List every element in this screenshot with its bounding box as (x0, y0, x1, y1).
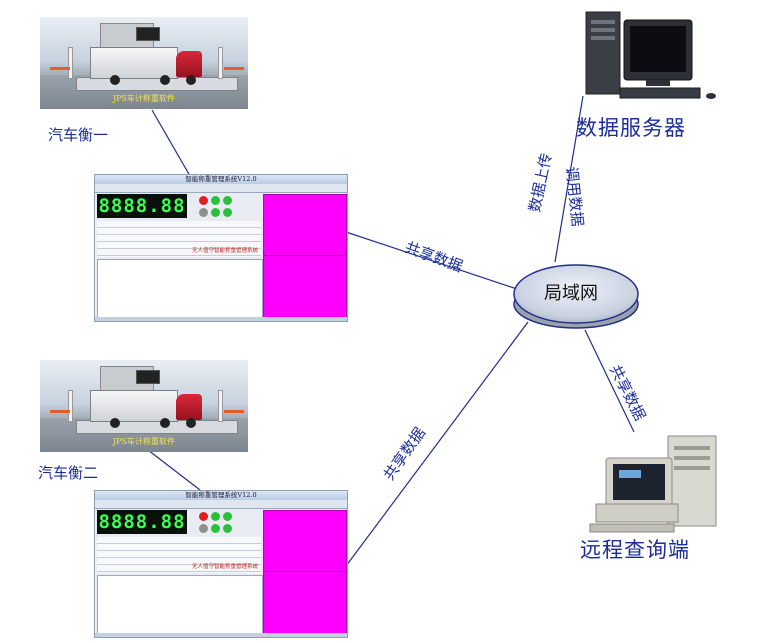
traffic-lights (199, 196, 237, 218)
scene-caption: JPS车计称重软件 (112, 94, 176, 103)
line-software-bottom-to-lan (345, 321, 529, 567)
weight-display: 8888.88 (97, 510, 187, 534)
software-brand: 无人值守智能称重管理系统 (191, 564, 258, 570)
record-form (97, 537, 261, 573)
server-computer-icon (585, 11, 716, 99)
line-lan-to-server (554, 95, 584, 263)
remote-label: 远程查询端 (580, 538, 690, 562)
camera-panel (263, 255, 347, 321)
camera-panel (263, 510, 347, 572)
remote-terminal-icon (589, 435, 717, 533)
software-toolbar (95, 184, 347, 193)
lan-label: 局域网 (544, 283, 598, 304)
camera-panel (263, 194, 347, 256)
software-title: 智能称重管理系统V12.0 (95, 491, 347, 500)
software-title: 智能称重管理系统V12.0 (95, 175, 347, 184)
status-bar (95, 633, 347, 637)
line-scale-two-to-software (147, 449, 201, 491)
software-window-one: 智能称重管理系统V12.0 8888.88 无人值守智能称重管理系统 (94, 174, 348, 322)
scale-one-scene: JPS车计称重软件 (40, 17, 248, 109)
scale-two-scene: JPS车计称重软件 (40, 360, 248, 452)
record-form (97, 221, 261, 257)
line-scale-one-to-software (151, 109, 191, 177)
truck-cab-icon (176, 51, 202, 77)
truck-cab-icon (176, 394, 202, 420)
line-software-top-to-lan (345, 231, 521, 291)
software-brand: 无人值守智能称重管理系统 (191, 248, 258, 254)
line-lan-to-remote (584, 329, 635, 433)
lan-hub (513, 264, 639, 329)
record-grid (97, 575, 263, 635)
camera-panel (263, 571, 347, 637)
scale-one-label: 汽车衡一 (48, 126, 109, 144)
software-toolbar (95, 500, 347, 509)
scene-caption: JPS车计称重软件 (112, 437, 176, 446)
record-grid (97, 259, 263, 319)
status-bar (95, 317, 347, 321)
software-window-two: 智能称重管理系统V12.0 8888.88 无人值守智能称重管理系统 (94, 490, 348, 638)
traffic-lights (199, 512, 237, 534)
scale-two-label: 汽车衡二 (38, 464, 99, 482)
server-label: 数据服务器 (576, 116, 686, 140)
weight-display: 8888.88 (97, 194, 187, 218)
